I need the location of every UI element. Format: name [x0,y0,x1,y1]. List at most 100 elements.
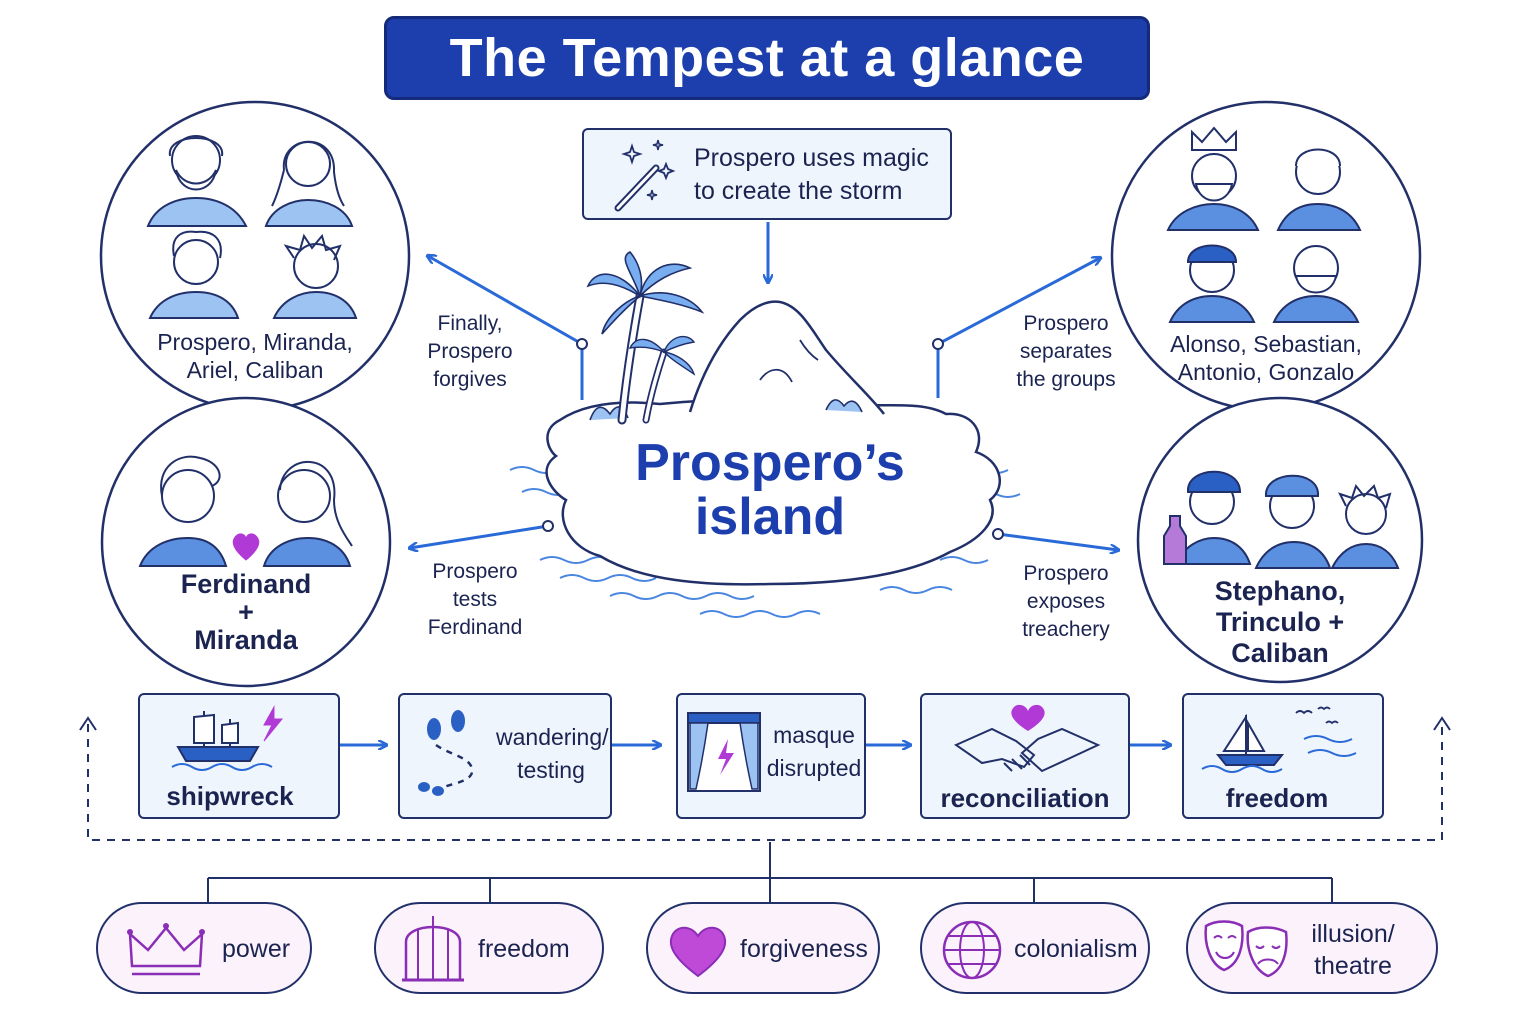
cast-label-line: Ariel, Caliban [186,357,324,383]
birdcage-icon [402,916,464,982]
plot-step-label-line: disrupted [766,755,862,781]
note-line: Prospero [432,560,518,583]
note-line: Prospero [1023,312,1109,335]
theme-pill-colonialism: colonialism [920,902,1150,994]
relation-note-separates: Prospero separates the groups [996,310,1136,394]
theme-label-line: illusion/ [1311,920,1395,948]
note-line: exposes [1026,590,1106,613]
mountain-icon [688,300,885,415]
cast-label-line: Caliban [1231,638,1329,668]
stage-curtain-icon [687,712,761,792]
cast-circle-plotters [1136,396,1424,684]
plot-step-label-line: wandering/ [496,724,609,750]
globe-icon [942,920,1002,980]
plot-step-reconciliation: reconciliation [920,693,1130,819]
cast-circle-island [99,100,411,412]
cast-label-line: Antonio, Gonzalo [1177,359,1355,385]
magic-line-1: Prospero uses magic [694,144,929,172]
island-label-line-1: Prospero’s [635,434,905,492]
palm-tree-icon [628,335,696,424]
heart-icon [232,533,260,561]
plot-step-label: shipwreck [166,781,294,811]
bottle-icon [1163,515,1187,565]
portrait-miranda-icon [264,140,354,227]
theme-pill-illusion: illusion/ theatre [1186,902,1438,994]
footprints-icon [418,710,474,796]
theme-label: freedom [478,935,570,963]
handshake-heart-icon [953,704,1101,773]
plot-step-freedom: freedom [1182,693,1384,819]
page-title: The Tempest at a glance [449,28,1085,88]
magic-line-2: to create the storm [694,177,903,205]
theme-pill-freedom: freedom [374,902,604,994]
note-line: forgives [433,368,507,391]
cast-label-lovers: Ferdinand + Miranda [126,570,366,654]
plot-step-label: wandering/ testing [496,721,609,787]
island-label: Prospero’s island [610,436,930,544]
note-line: Finally, [437,312,503,335]
theme-label-line: theatre [1314,952,1392,980]
portrait-miranda-icon [262,460,353,567]
plot-step-wandering: wandering/ testing [398,693,612,819]
bush-icon [825,399,863,413]
cast-circle-court [1110,100,1422,412]
note-line: the groups [1016,368,1116,391]
plot-step-label-line: testing [517,757,585,783]
plot-step-label: reconciliation [940,783,1110,813]
cast-label-line: Alonso, Sebastian, [1170,331,1362,357]
theme-label: power [222,935,291,963]
portrait-gonzalo-icon [1272,245,1360,323]
theme-pill-forgiveness: forgiveness [646,902,880,994]
cast-label-line: Trinculo + [1215,607,1345,637]
cast-label-court: Alonso, Sebastian, Antonio, Gonzalo [1140,330,1392,386]
crown-icon [1191,126,1237,151]
portrait-antonio-icon [1168,244,1256,323]
theme-label: colonialism [1014,935,1138,963]
connector-node [576,338,588,350]
theme-tree [207,842,1333,902]
relation-note-tests: Prospero tests Ferdinand [412,558,538,642]
cast-label-line: Prospero, Miranda, [157,329,353,355]
note-line: tests [452,588,498,611]
portrait-trinculo-icon [1254,474,1332,569]
magic-wand-icon [614,139,676,212]
note-line: Ferdinand [427,616,523,639]
ship-lightning-icon [171,705,284,771]
arrow-to-plotters [997,532,1118,550]
heart-icon [669,926,727,978]
connector-node [992,528,1004,540]
portrait-alonso-icon [1166,126,1260,231]
theme-label: illusion/ theatre [1298,918,1408,982]
plot-step-label: masque disrupted [764,719,864,785]
portrait-ferdinand-icon [138,455,228,567]
title-banner: The Tempest at a glance [384,16,1150,100]
cast-label-line: Miranda [194,625,298,655]
theatre-masks-icon [1204,920,1288,978]
note-line: treachery [1022,618,1110,641]
note-line: separates [1019,340,1113,363]
plot-step-masque: masque disrupted [676,693,866,819]
cast-label-line: Stephano, [1214,576,1346,606]
cycle-loop-arrowhead-right [1433,716,1451,731]
plot-step-label: freedom [1225,783,1329,813]
cast-label-island: Prospero, Miranda, Ariel, Caliban [130,328,380,384]
cast-label-plotters: Stephano, Trinculo + Caliban [1164,576,1396,669]
theme-label: forgiveness [740,935,868,963]
portrait-prospero-icon [146,135,248,227]
crown-icon [127,923,205,976]
portrait-caliban-icon [1330,483,1400,569]
island-label-line-2: island [694,488,846,546]
plot-step-label-line: masque [773,722,855,748]
portrait-sebastian-icon [1276,148,1362,231]
cast-label-line: + [238,597,254,627]
cast-label-line: Ferdinand [180,569,312,599]
note-line: Prospero [427,340,513,363]
connector-node [542,520,554,532]
palm-tree-icon [586,251,705,425]
arrow-to-lovers [410,524,549,548]
portrait-caliban-icon [272,233,358,319]
